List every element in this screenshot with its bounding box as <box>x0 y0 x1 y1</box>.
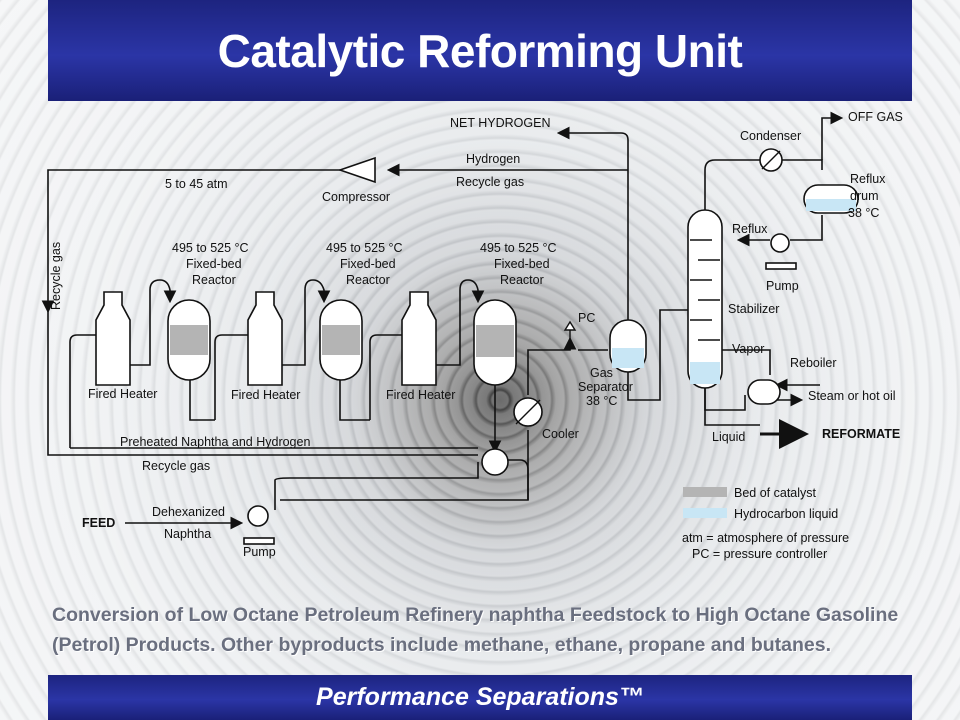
legend-atm-label: atm = atmosphere of pressure <box>682 531 849 545</box>
label-reactor-3-type: Fixed-bed <box>494 257 550 271</box>
slide-title: Catalytic Reforming Unit <box>217 24 743 77</box>
label-reactor-2-temp: 495 to 525 °C <box>326 241 403 255</box>
label-reformate: REFORMATE <box>822 427 900 441</box>
legend-liquid-label: Hydrocarbon liquid <box>734 507 838 521</box>
fired-heater-2 <box>247 291 283 386</box>
label-liquid: Liquid <box>712 430 745 444</box>
label-pressure: 5 to 45 atm <box>165 177 228 191</box>
reboiler-icon <box>747 379 781 405</box>
feed-pump-icon <box>243 505 275 545</box>
compressor-icon <box>337 156 376 184</box>
stabilizer-overhead <box>704 159 760 220</box>
label-dehexanized-2: Naphtha <box>164 527 211 541</box>
label-reflux-drum-1: Reflux <box>850 172 886 186</box>
footer-brand: Performance Separations™ <box>316 683 644 711</box>
process-flow-diagram: NET HYDROGEN OFF GAS Condenser Hydrogen … <box>41 110 903 561</box>
label-reflux: Reflux <box>732 222 768 236</box>
label-stabilizer: Stabilizer <box>728 302 779 316</box>
label-reflux-drum-2: drum <box>850 189 878 203</box>
label-dehexanized-1: Dehexanized <box>152 505 225 519</box>
label-compressor: Compressor <box>322 190 390 204</box>
left-recycle-down <box>47 310 478 456</box>
label-reactor-1-temp: 495 to 525 °C <box>172 241 249 255</box>
label-pump-feed: Pump <box>243 545 276 559</box>
reactor-3 <box>473 299 517 386</box>
label-off-gas: OFF GAS <box>848 110 903 124</box>
label-gas-separator-3: 38 °C <box>586 394 617 408</box>
label-net-hydrogen: NET HYDROGEN <box>450 116 550 130</box>
label-preheated: Preheated Naphtha and Hydrogen <box>120 435 310 449</box>
label-recycle-gas-bottom: Recycle gas <box>142 459 210 473</box>
reactor-2 <box>319 299 363 381</box>
fired-heater-3 <box>401 291 437 386</box>
label-fired-heater-3: Fired Heater <box>386 388 455 402</box>
label-gas-separator-2: Separator <box>578 380 633 394</box>
reflux-pump-icon <box>765 233 797 270</box>
label-reactor-2-name: Reactor <box>346 273 390 287</box>
legend-liquid-swatch <box>683 508 727 518</box>
label-gas-separator-1: Gas <box>590 366 613 380</box>
label-reactor-3-temp: 495 to 525 °C <box>480 241 557 255</box>
legend-catalyst-swatch <box>683 487 727 497</box>
label-pc: PC <box>578 311 595 325</box>
caption-line-1: Conversion of Low Octane Petroleum Refin… <box>52 604 899 626</box>
label-reactor-3-name: Reactor <box>500 273 544 287</box>
reactor-1 <box>167 299 211 381</box>
reflux-drum <box>803 184 859 214</box>
label-vapor: Vapor <box>732 342 764 356</box>
label-fired-heater-1: Fired Heater <box>88 387 157 401</box>
pressure-controller-icon <box>563 320 577 350</box>
gas-separator <box>609 319 647 373</box>
label-reactor-1-name: Reactor <box>192 273 236 287</box>
label-condenser: Condenser <box>740 129 801 143</box>
slide-caption: Conversion of Low Octane Petroleum Refin… <box>52 600 932 660</box>
label-pump-reflux: Pump <box>766 279 799 293</box>
footer-bar: Performance Separations™ <box>48 675 912 720</box>
label-reboiler: Reboiler <box>790 356 837 370</box>
net-hydrogen-line <box>556 126 629 330</box>
heater-1-inlet <box>69 334 96 448</box>
label-steam: Steam or hot oil <box>808 389 896 403</box>
heat-exchanger-icon <box>481 448 509 476</box>
caption-line-2: (Petrol) Products. Other byproducts incl… <box>52 634 832 656</box>
label-cooler: Cooler <box>542 427 579 441</box>
legend-catalyst-label: Bed of catalyst <box>734 486 817 500</box>
label-recycle-gas-top: Recycle gas <box>456 175 524 189</box>
fired-heater-1 <box>95 291 131 386</box>
label-reactor-2-type: Fixed-bed <box>340 257 396 271</box>
label-feed: FEED <box>82 516 115 530</box>
legend-pc-label: PC = pressure controller <box>692 547 827 561</box>
label-recycle-gas-vertical: Recycle gas <box>49 242 63 310</box>
label-fired-heater-2: Fired Heater <box>231 388 300 402</box>
title-bar: Catalytic Reforming Unit <box>48 0 912 101</box>
label-hydrogen: Hydrogen <box>466 152 520 166</box>
stabilizer-column <box>687 209 723 389</box>
label-reflux-drum-3: 38 °C <box>848 206 879 220</box>
label-reactor-1-type: Fixed-bed <box>186 257 242 271</box>
